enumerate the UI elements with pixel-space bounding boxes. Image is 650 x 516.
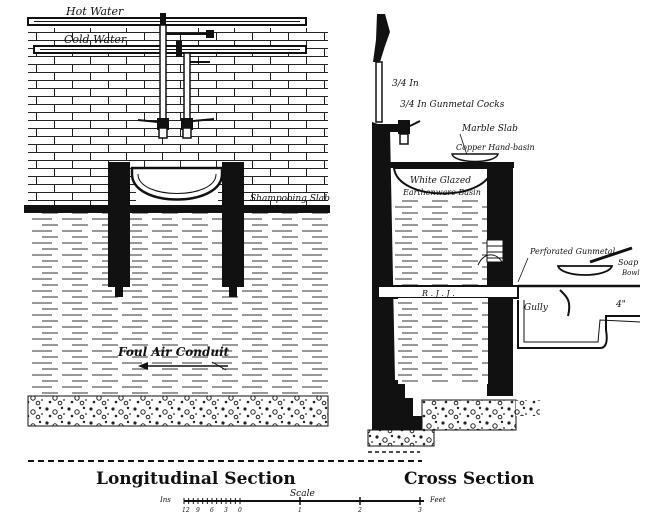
gunmetal-cock: [376, 120, 421, 145]
soap-label-line2: Bowl: [621, 269, 640, 277]
pier-left: [108, 162, 130, 287]
cross-concrete-foundation: [421, 399, 517, 431]
copper-basin-label: Copper Hand-basin: [456, 143, 535, 152]
scale-tick-label: 3: [418, 507, 422, 514]
glazed-label-line1: White Glazed: [410, 176, 471, 186]
marble-slab: [390, 162, 514, 168]
four-inch-label: 4": [615, 300, 626, 310]
scale-right-unit: Feet: [429, 496, 446, 504]
gunmetal-cocks-label: 3/4 In Gunmetal Cocks: [400, 100, 505, 110]
cross-caption: Cross Section: [404, 469, 534, 489]
glazed-label-line2: Earthenware Basin: [402, 188, 481, 197]
copper-hand-basin: [451, 153, 499, 163]
longitudinal-caption: Longitudinal Section: [96, 469, 296, 489]
scale-left-unit: Ins: [159, 496, 171, 504]
pier-right: [222, 162, 244, 287]
wash-basin: [130, 166, 224, 201]
cold-water-label: Cold Water: [64, 33, 127, 46]
scale-tick-label: 0: [238, 507, 242, 514]
lower-brickwork: [28, 213, 328, 396]
longitudinal-section: Hot Water Cold Water Shampooing Slab: [24, 5, 330, 427]
scale-tick-label: 3: [224, 507, 228, 514]
perforated-gunmetal-label: Perforated Gunmetal: [529, 247, 616, 256]
scale-tick-label: 12: [182, 507, 190, 514]
pipe-size-label: 3/4 In: [392, 79, 419, 89]
pier-front: [487, 168, 513, 396]
concrete-foundation: [27, 395, 329, 427]
water-cock-left: [137, 118, 169, 139]
scale-tick-label: 9: [196, 507, 200, 514]
cross-section: 3/4 In 3/4 In Gunmetal Cocks Marble Slab…: [367, 14, 641, 447]
water-cock-right: [181, 118, 215, 139]
foul-air-conduit-label: Foul Air Conduit: [117, 345, 230, 359]
airflow-arrow: [138, 361, 228, 371]
marble-slab-label: Marble Slab: [461, 124, 518, 134]
inner-brickwork: [395, 200, 487, 286]
shampooing-slab-label: Shampooing Slab: [250, 194, 330, 204]
gully-trap: [517, 300, 640, 349]
gully-label: Gully: [524, 303, 549, 313]
soap-bowl: [556, 265, 614, 276]
outer-wall: [372, 122, 422, 430]
soap-label-line1: Soap: [618, 258, 638, 267]
scale-title: Scale: [290, 489, 315, 499]
shampooing-slab: [24, 205, 330, 213]
scale-tick-label: 2: [357, 507, 362, 514]
scale-tick-label: 6: [210, 507, 214, 514]
pipe-bracket: [373, 14, 390, 62]
scale-tick-label: 1: [298, 507, 302, 514]
rsj-label: R . J . J .: [421, 289, 455, 298]
hot-water-label: Hot Water: [65, 5, 124, 18]
